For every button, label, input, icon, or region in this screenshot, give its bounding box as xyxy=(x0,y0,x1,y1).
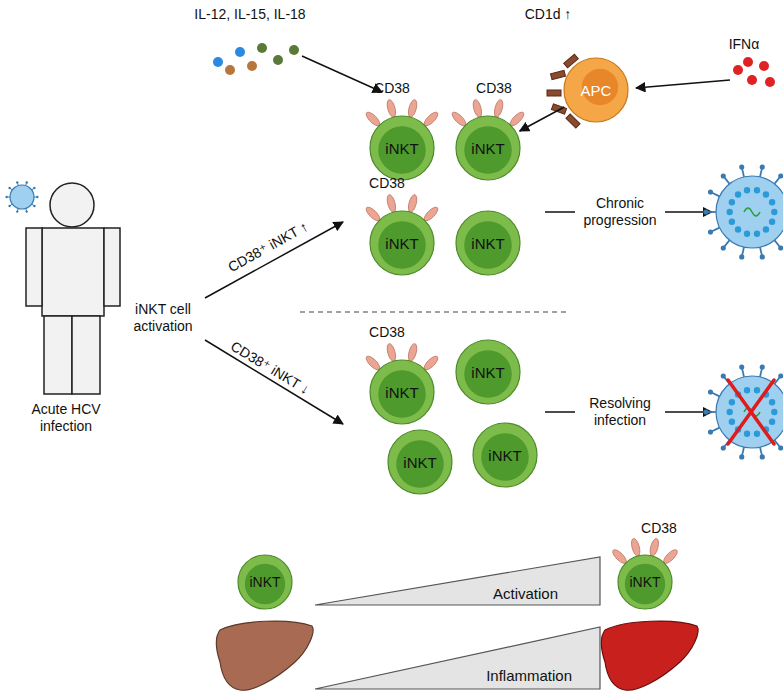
marker-label: CD38 xyxy=(641,520,677,536)
cell-label: iNKT xyxy=(385,384,418,401)
cell-label: iNKT xyxy=(385,140,418,157)
gradient-wedge: Activation xyxy=(315,556,600,606)
marker-label: CD38 xyxy=(476,80,512,96)
inkt-cell: iNKT xyxy=(455,210,521,276)
text-label: IL-12, IL-15, IL-18 xyxy=(165,6,335,23)
hcv-virus xyxy=(703,365,783,460)
connector-arrow xyxy=(520,107,565,131)
cytokine-dots xyxy=(213,43,299,75)
red-cross xyxy=(728,380,774,444)
inkt-cell: iNKTCD38 xyxy=(617,554,673,610)
apc-cell: APC xyxy=(563,57,629,123)
text-label: CD38⁺ iNKT ↑ xyxy=(211,211,324,284)
text-label: Chronic progression xyxy=(575,194,665,230)
cytokine-arrow xyxy=(302,56,382,92)
cell-label: iNKT xyxy=(249,574,280,590)
text-label: iNKT cell activation xyxy=(126,301,200,335)
inkt-cell: iNKT xyxy=(455,339,521,405)
ifn-dots xyxy=(733,57,775,87)
divider-line xyxy=(300,311,570,312)
hcv-virus xyxy=(703,165,783,260)
liver-inflamed xyxy=(601,621,698,690)
inkt-cell: iNKTCD38 xyxy=(369,210,435,276)
marker-label: CD38 xyxy=(369,324,405,340)
cell-label: APC xyxy=(581,82,612,99)
text-label: IFNα xyxy=(714,36,774,53)
wedge-label: Activation xyxy=(493,585,558,602)
cell-label: iNKT xyxy=(403,454,436,471)
cell-label: iNKT xyxy=(629,574,660,590)
ifn-arrow xyxy=(636,80,730,88)
wedge-label: Inflammation xyxy=(486,667,572,684)
cell-label: iNKT xyxy=(488,447,521,464)
gradient-wedge: Inflammation xyxy=(315,626,600,690)
text-label: Acute HCV infection xyxy=(21,401,111,435)
cell-label: iNKT xyxy=(471,235,504,252)
inkt-cell: iNKT xyxy=(237,554,293,610)
inkt-cell: iNKTCD38 xyxy=(369,359,435,425)
marker-label: CD38 xyxy=(369,175,405,191)
inkt-cell: iNKTCD38 xyxy=(455,115,521,181)
person-figure xyxy=(26,183,120,394)
text-label: Resolving infection xyxy=(575,394,665,430)
hcv-virus-icon xyxy=(5,181,38,213)
text-label: CD1d ↑ xyxy=(508,6,588,23)
text-label: CD38⁺ iNKT ↓ xyxy=(214,330,326,406)
cell-label: iNKT xyxy=(385,235,418,252)
liver xyxy=(216,621,313,690)
cell-label: iNKT xyxy=(471,140,504,157)
inkt-cell: iNKT xyxy=(387,429,453,495)
inkt-cell: iNKT xyxy=(472,422,538,488)
inkt-cell: iNKTCD38 xyxy=(369,115,435,181)
marker-label: CD38 xyxy=(374,80,410,96)
cell-label: iNKT xyxy=(471,364,504,381)
branch-arrow xyxy=(205,340,343,424)
